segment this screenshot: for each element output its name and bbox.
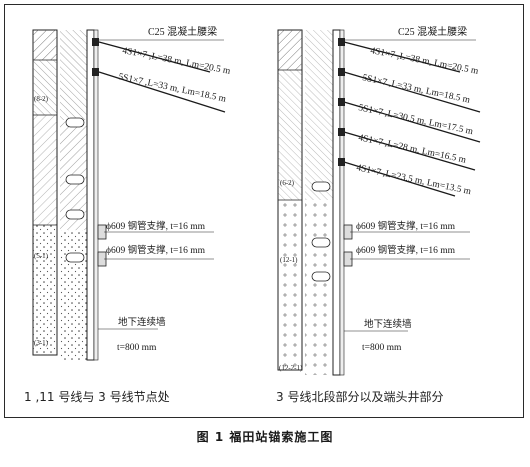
left-stratum-3 bbox=[33, 115, 57, 225]
right-stratum-1 bbox=[278, 30, 302, 70]
left-strut-label: ϕ609 钢管支撑, t=16 mm bbox=[106, 220, 206, 232]
right-stratum-label: (12-1) bbox=[280, 256, 298, 264]
right-wall-inner-face bbox=[339, 29, 345, 376]
figure-caption: 图 1 福田站锚索施工图 bbox=[196, 430, 334, 444]
right-anchor-label: 4S1×7 ,L=38 m, Lm=20.5 m bbox=[369, 46, 479, 77]
left-stratum-1 bbox=[33, 30, 57, 60]
left-anchor-head bbox=[92, 68, 99, 76]
right-anchor-1 bbox=[343, 41, 461, 73]
left-stratum-2 bbox=[33, 60, 57, 115]
right-soil-crosses bbox=[305, 200, 335, 375]
left-pile-marker bbox=[65, 174, 85, 185]
left-pile-marker bbox=[65, 117, 85, 128]
left-strut-label: ϕ609 钢管支撑, t=16 mm bbox=[106, 244, 206, 256]
right-anchor-head bbox=[338, 128, 345, 136]
left-pile-marker bbox=[65, 252, 85, 263]
left-soil-dots bbox=[60, 230, 90, 360]
right-strut-label: ϕ609 钢管支撑, t=16 mm bbox=[356, 244, 456, 256]
right-anchor-label: 4S1×7 ,L=28 m, Lm=16.5 m bbox=[357, 133, 467, 166]
left-pile-marker bbox=[65, 209, 85, 220]
right-anchor-label: 5S1×7 ,L=30.5 m, Lm=17.5 m bbox=[357, 103, 474, 137]
left-panel: (8-2) (5-1) (3-1) C25 混凝土腰梁 4S1×7 ,L=38 … bbox=[32, 25, 232, 361]
right-stratum-3 bbox=[278, 200, 302, 370]
right-anchor-head bbox=[338, 158, 345, 166]
right-soil-hatch bbox=[305, 30, 335, 200]
right-stratum-label: (6-2) bbox=[280, 179, 295, 187]
left-stratum-label: (3-1) bbox=[34, 339, 49, 347]
left-soil-hatch-top bbox=[60, 30, 90, 120]
right-stratum-2 bbox=[278, 70, 302, 200]
left-wall-label: 地下连续墙 bbox=[118, 316, 166, 328]
right-beam-label: C25 混凝土腰梁 bbox=[398, 25, 467, 38]
left-beam-label: C25 混凝土腰梁 bbox=[148, 25, 217, 38]
left-panel-caption: 1 ,11 号线与 3 号线节点处 bbox=[24, 390, 170, 404]
right-anchor-label: 5S1×7 ,L=33 m, Lm=18.5 m bbox=[361, 73, 471, 106]
right-pile-marker bbox=[311, 237, 331, 248]
left-anchor-1 bbox=[98, 41, 211, 73]
left-anchor-label: 5S1×7 ,L=33 m, Lm=18.5 m bbox=[117, 72, 227, 105]
right-waler-beam bbox=[338, 38, 345, 46]
right-wall-label: 地下连续墙 bbox=[364, 318, 412, 330]
left-anchor-label: 4S1×7 ,L=38 m, Lm=20.5 m bbox=[121, 46, 231, 77]
left-wall-inner-face bbox=[93, 29, 99, 361]
right-panel-caption: 3 号线北段部分以及端头井部分 bbox=[276, 390, 444, 404]
right-anchor-5 bbox=[343, 161, 456, 197]
left-anchor-2 bbox=[98, 71, 226, 113]
right-anchor-head bbox=[338, 98, 345, 106]
anchor-construction-diagram: (8-2) (5-1) (3-1) C25 混凝土腰梁 4S1×7 ,L=38 … bbox=[32, 25, 481, 376]
left-waler-beam bbox=[92, 38, 99, 46]
right-anchor-4 bbox=[343, 131, 476, 171]
right-pile-marker bbox=[311, 271, 331, 282]
right-diaphragm-wall bbox=[332, 29, 341, 376]
left-wall-thickness: t=800 mm bbox=[117, 343, 157, 353]
right-panel: (6-2) (12-1) (12-2-1) C25 混凝土腰梁 4S1×7 ,L… bbox=[277, 25, 481, 376]
right-pile-marker bbox=[311, 181, 331, 192]
right-wall-thickness: t=800 mm bbox=[362, 343, 402, 353]
right-anchor-head bbox=[338, 68, 345, 76]
left-stratum-4 bbox=[33, 225, 57, 355]
right-anchor-label: 4S1×7 ,L=23.5 m, Lm=13.5 m bbox=[355, 163, 472, 197]
left-stratum-label: (5-1) bbox=[34, 252, 49, 260]
left-diaphragm-wall bbox=[86, 29, 95, 361]
right-anchor-3 bbox=[343, 101, 481, 143]
figure-frame bbox=[4, 4, 524, 418]
left-stratum-label: (8-2) bbox=[34, 95, 49, 103]
right-stratum-label: (12-2-1) bbox=[279, 364, 303, 372]
right-anchor-2 bbox=[343, 71, 481, 113]
right-strut-label: ϕ609 钢管支撑, t=16 mm bbox=[356, 220, 456, 232]
